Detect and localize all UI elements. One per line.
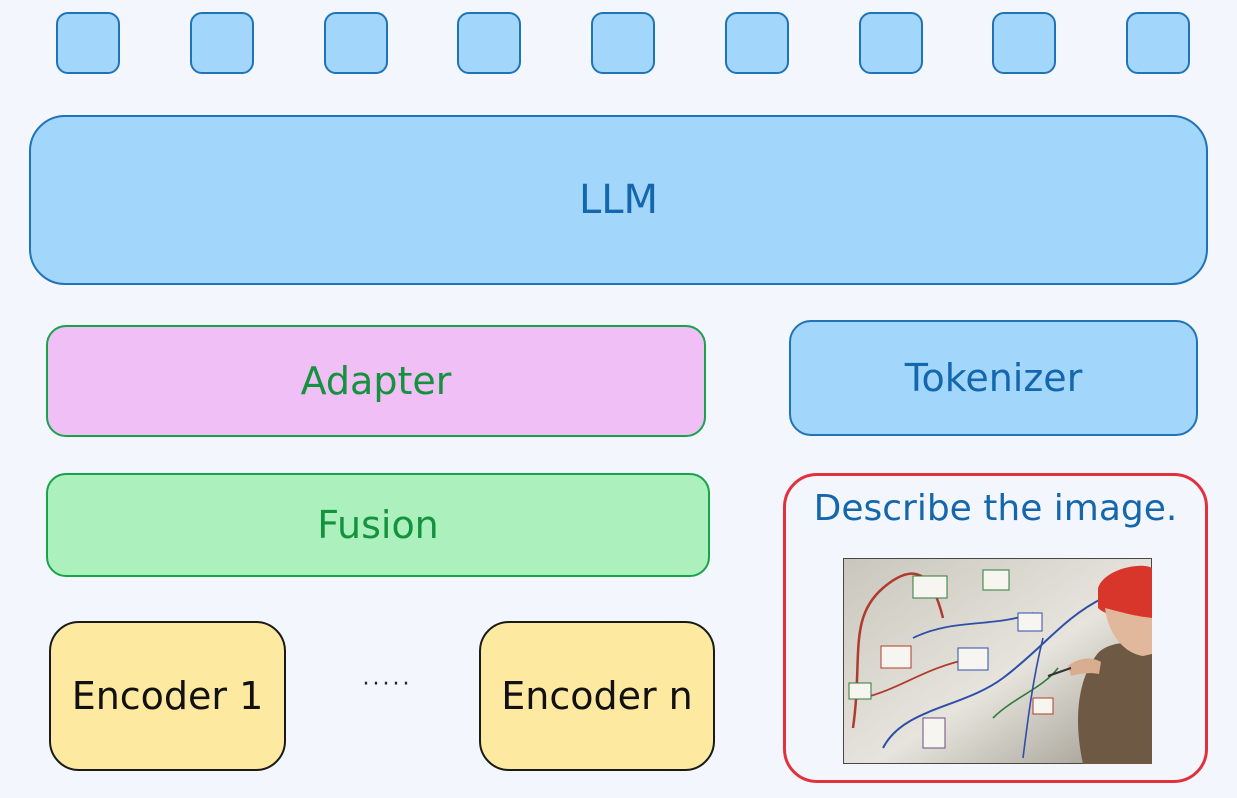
- adapter-label: Adapter: [300, 359, 452, 403]
- output-token: [189, 12, 254, 74]
- input-image: [843, 558, 1152, 764]
- output-token: [992, 12, 1057, 74]
- encoder-1-label: Encoder 1: [71, 674, 264, 718]
- input-panel: Describe the image.: [783, 473, 1208, 783]
- adapter-block: Adapter: [46, 325, 706, 437]
- output-token: [724, 12, 789, 74]
- output-token: [591, 12, 655, 74]
- output-token: [858, 12, 923, 74]
- prompt-text: Describe the image.: [813, 488, 1178, 529]
- output-token: [457, 12, 522, 74]
- fusion-block: Fusion: [46, 473, 710, 577]
- fusion-label: Fusion: [317, 503, 439, 547]
- tokenizer-label: Tokenizer: [904, 356, 1083, 400]
- llm-block: LLM: [29, 115, 1208, 285]
- encoder-ellipsis: ·····: [362, 672, 413, 697]
- tokenizer-block: Tokenizer: [789, 320, 1198, 436]
- output-token: [1126, 12, 1190, 74]
- llm-label: LLM: [578, 177, 659, 223]
- output-token: [323, 12, 388, 74]
- output-token: [56, 12, 120, 74]
- encoder-n-block: Encoder n: [479, 621, 715, 771]
- whiteboard-photo: [843, 558, 1152, 764]
- encoder-n-label: Encoder n: [501, 674, 693, 718]
- encoder-1-block: Encoder 1: [49, 621, 286, 771]
